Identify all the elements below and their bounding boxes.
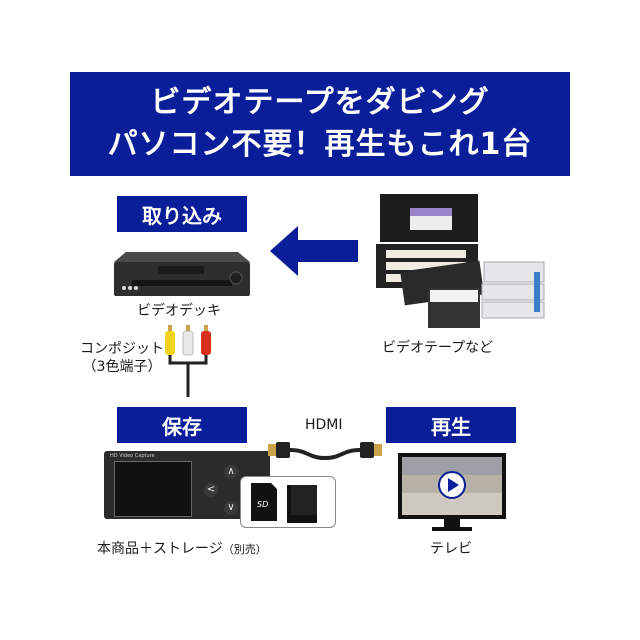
play-icon xyxy=(438,471,466,499)
tv-image xyxy=(398,453,506,533)
composite-caption-line-2: （3色端子） xyxy=(82,359,162,375)
device-left-button: < xyxy=(204,483,218,497)
device-screen xyxy=(114,461,192,517)
rca-cable-image xyxy=(160,325,216,397)
save-label: 保存 xyxy=(117,407,247,443)
svg-text:SD: SD xyxy=(257,500,268,509)
composite-caption-line-1: コンポジット xyxy=(80,341,164,357)
save-caption-main: 本商品＋ストレージ xyxy=(97,541,223,557)
storage-box: SD xyxy=(240,476,336,528)
tapes-caption: ビデオテープなど xyxy=(382,340,494,356)
arrow-left-icon xyxy=(270,226,360,276)
device-up-button: ∧ xyxy=(224,465,238,479)
save-caption-note: （別売） xyxy=(222,543,267,556)
playback-label: 再生 xyxy=(386,407,516,443)
hdmi-label: HDMI xyxy=(305,417,343,433)
vcr-image xyxy=(112,248,252,300)
save-caption: 本商品＋ストレージ（別売） xyxy=(97,538,267,558)
headline-line-1: ビデオテープをダビング xyxy=(150,85,490,120)
headline-line-2: パソコン不要！再生もこれ1台 xyxy=(107,127,533,162)
video-tapes-image xyxy=(372,192,552,332)
sd-card-icon: SD xyxy=(251,483,277,521)
device-down-button: ∨ xyxy=(224,501,238,515)
hard-drive-icon xyxy=(287,485,317,523)
headline-banner: ビデオテープをダビング パソコン不要！再生もこれ1台 xyxy=(70,72,570,176)
hdmi-cable-image xyxy=(268,436,382,466)
composite-caption: コンポジット （3色端子） xyxy=(80,340,164,376)
tv-caption: テレビ xyxy=(430,541,472,557)
import-label: 取り込み xyxy=(117,196,247,232)
vcr-caption: ビデオデッキ xyxy=(137,303,221,319)
device-brand-text: HD Video Capture xyxy=(110,453,155,459)
